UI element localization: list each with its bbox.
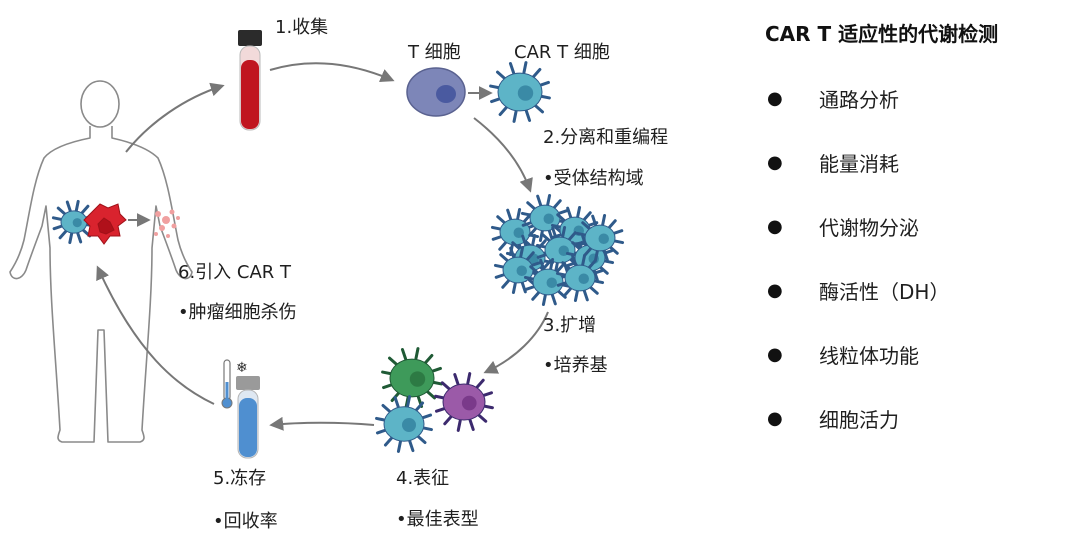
bullet-icon: ● — [767, 88, 783, 109]
recovery-rate-label: •回收率 — [213, 511, 278, 532]
list-item: ● 能量消耗 — [765, 148, 1065, 178]
car-t-workflow-diagram: ❄ 1.收集 T 细胞 CAR T 细胞 2.分离和重编程 •受体结构域 3.扩… — [9, 17, 669, 532]
optimal-phenotype-label: •最佳表型 — [396, 509, 479, 530]
cells-layer — [51, 61, 625, 453]
list-item-label: 通路分析 — [819, 88, 899, 112]
arrow-body-to-collection — [125, 82, 225, 153]
human-body-icon — [9, 80, 193, 443]
list-item: ● 线粒体功能 — [765, 340, 1065, 370]
panel-title: CAR T 适应性的代谢检测 — [765, 22, 999, 46]
step-collect-label: 1.收集 — [275, 17, 329, 38]
purple-phenotype-cell-icon — [434, 372, 494, 432]
tumor-killing-label: •肿瘤细胞杀伤 — [178, 302, 297, 323]
green-phenotype-cell-icon — [381, 347, 443, 409]
expanded-car-t-cell-icon — [555, 253, 605, 303]
culture-medium-label: •培养基 — [543, 355, 608, 376]
list-item-label: 线粒体功能 — [819, 344, 919, 368]
receptor-domain-label: •受体结构域 — [543, 168, 644, 189]
step-characterize-label: 4.表征 — [396, 468, 450, 489]
arrow-collection-to-separation — [269, 62, 395, 83]
tumor-debris-icon — [154, 209, 180, 238]
snowflake-icon: ❄ — [236, 360, 248, 376]
arrow-expansion-to-characterization — [483, 311, 549, 374]
step-expand-label: 3.扩增 — [543, 315, 597, 336]
expanded-car-t-cell-icon — [535, 225, 585, 275]
step-freeze-label: 5.冻存 — [213, 468, 267, 489]
list-item-label: 酶活性（DH） — [819, 280, 950, 304]
bullet-icon: ● — [767, 344, 783, 365]
expanded-car-t-cell-icon — [575, 213, 625, 263]
step-infuse-label: 6.引入 CAR T — [178, 262, 292, 283]
blood-collection-tube-icon — [238, 30, 262, 131]
expanded-car-t-cell-icon — [523, 257, 573, 307]
list-item: ● 代谢物分泌 — [765, 212, 1065, 242]
tumor-cells-icon — [83, 203, 127, 245]
arrow-separation-to-expansion — [473, 117, 533, 193]
thermometer-icon — [221, 359, 233, 409]
cryo-tube-icon — [236, 376, 260, 459]
arrow-characterization-to-freeze — [269, 416, 375, 431]
step-separate-label: 2.分离和重编程 — [543, 127, 669, 148]
metabolic-assay-panel: CAR T 适应性的代谢检测 ● 通路分析 ● 能量消耗 ● 代谢物分泌 ● 酶… — [765, 0, 1080, 554]
bullet-icon: ● — [767, 408, 783, 429]
list-item: ● 细胞活力 — [765, 404, 1065, 434]
workflow-canvas: ❄ — [9, 30, 625, 459]
car-t-cell-icon — [489, 61, 551, 123]
t-cell-icon — [406, 67, 466, 117]
bullet-icon: ● — [767, 152, 783, 173]
list-item: ● 酶活性（DH） — [765, 276, 1065, 306]
bullet-icon: ● — [767, 216, 783, 237]
t-cell-label: T 细胞 — [408, 42, 461, 63]
workflow-arrows — [96, 62, 549, 431]
list-item-label: 代谢物分泌 — [819, 216, 919, 240]
arrow-freeze-to-infusion — [96, 265, 215, 405]
car-t-phenotype-cell-icon — [375, 395, 433, 453]
list-item: ● 通路分析 — [765, 84, 1065, 114]
car-t-cell-label: CAR T 细胞 — [514, 42, 610, 63]
bullet-icon: ● — [767, 280, 783, 301]
list-item-label: 能量消耗 — [819, 152, 899, 176]
list-item-label: 细胞活力 — [819, 408, 899, 432]
